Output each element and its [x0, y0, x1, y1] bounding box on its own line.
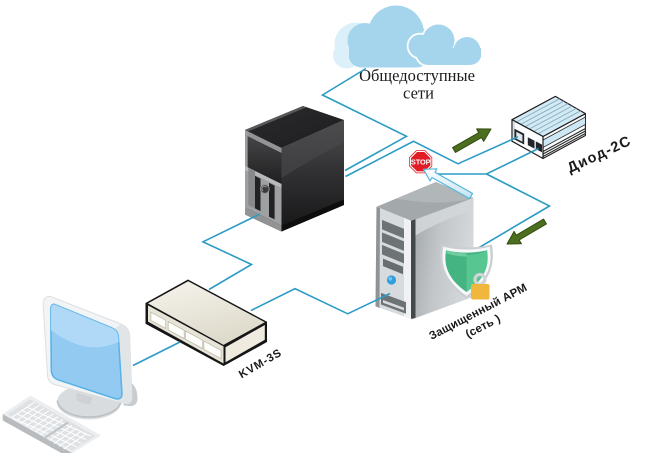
- svg-text:Общедоступные: Общедоступные: [359, 66, 475, 85]
- svg-text:STOP: STOP: [411, 157, 431, 166]
- svg-text:сети: сети: [403, 84, 434, 103]
